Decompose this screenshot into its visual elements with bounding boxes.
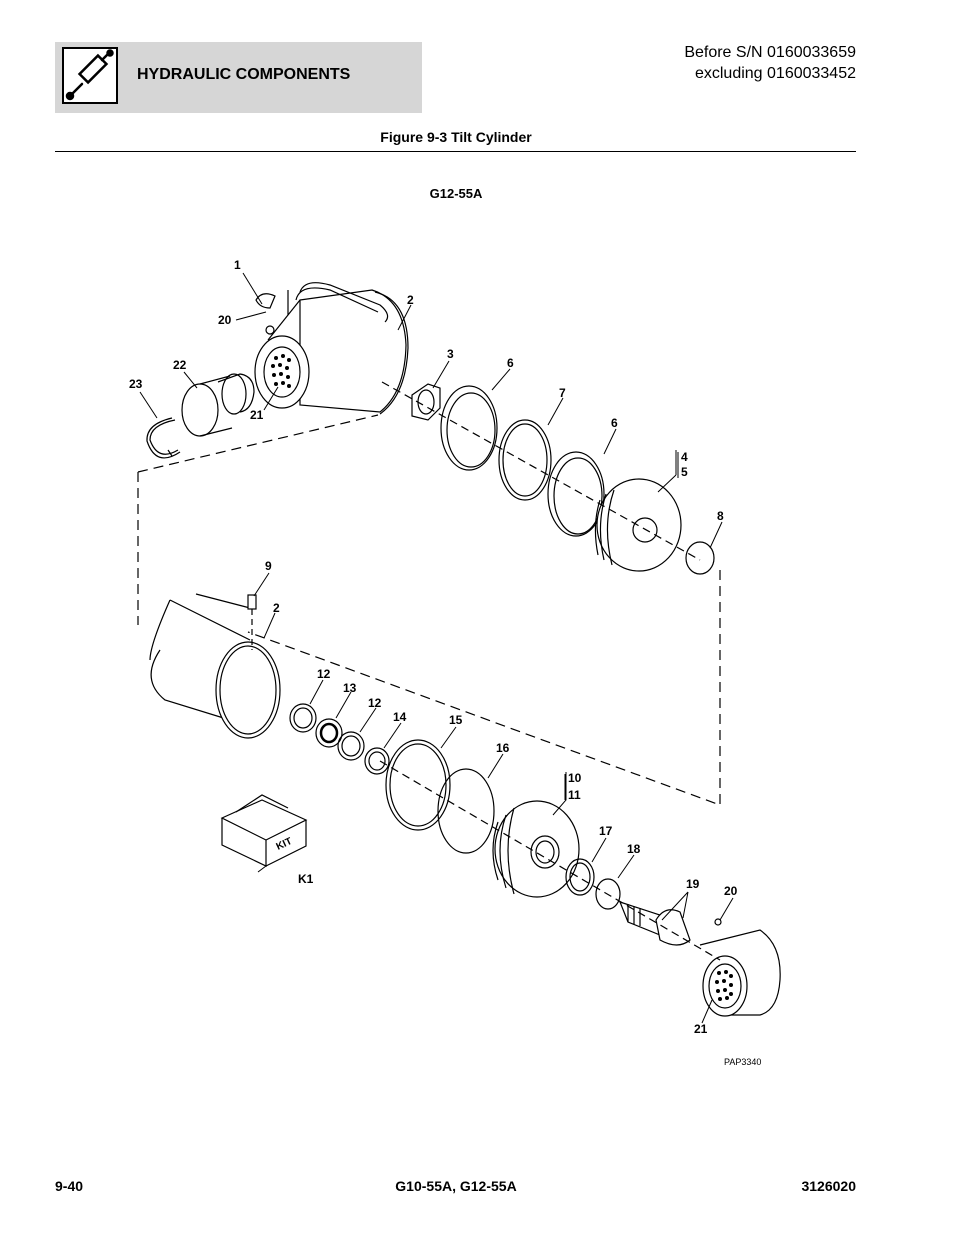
drawing-id: PAP3340	[724, 1057, 761, 1067]
callout-11: 11	[568, 788, 581, 802]
cylinder-barrel	[149, 593, 281, 739]
callout-3: 3	[447, 347, 454, 361]
header-rule	[55, 151, 856, 152]
footer-models: G10-55A, G12-55A	[395, 1178, 517, 1194]
callout-1: 1	[234, 258, 241, 272]
callout-17: 17	[599, 824, 613, 838]
callout-13: 13	[343, 681, 357, 695]
hydraulic-cylinder-icon	[62, 47, 118, 104]
callout-21: 21	[694, 1022, 708, 1036]
callout-8: 8	[717, 509, 724, 523]
callout-10: 10	[568, 771, 582, 785]
callout-5: 5	[681, 465, 688, 479]
callout-22: 22	[173, 358, 187, 372]
callout-6: 6	[611, 416, 618, 430]
callout-2: 2	[273, 601, 280, 615]
callout-6: 6	[507, 356, 514, 370]
callout-4: 4	[681, 450, 688, 464]
figure-title: Figure 9-3 Tilt Cylinder	[380, 129, 532, 145]
callout-20: 20	[724, 884, 738, 898]
callout-12: 12	[368, 696, 382, 710]
callout-20: 20	[218, 313, 232, 327]
callout-14: 14	[393, 710, 407, 724]
callout-12: 12	[317, 667, 331, 681]
rod-end-assembly	[146, 282, 409, 459]
kit-box-icon	[220, 794, 308, 867]
kit-label: KIT	[275, 836, 294, 853]
piston-components-lower	[289, 703, 781, 1017]
callout-21: 21	[250, 408, 264, 422]
callout-2: 2	[407, 293, 414, 307]
callout-18: 18	[627, 842, 641, 856]
serial-range: Before S/N 0160033659 excluding 01600334…	[684, 42, 856, 84]
serial-line-2: excluding 0160033452	[694, 65, 856, 82]
gland-components-upper	[381, 381, 715, 575]
model-label: G12-55A	[429, 186, 483, 201]
section-title: HYDRAULIC COMPONENTS	[137, 66, 351, 83]
document-number: 3126020	[801, 1178, 856, 1194]
serial-line-1: Before S/N 0160033659	[684, 44, 856, 61]
callout-23: 23	[129, 377, 143, 391]
callout-15: 15	[449, 713, 463, 727]
callout-7: 7	[559, 386, 566, 400]
callout-k1: K1	[298, 872, 314, 886]
callout-leaders	[139, 272, 734, 1024]
page-number: 9-40	[55, 1178, 84, 1194]
callout-9: 9	[265, 559, 272, 573]
callout-19: 19	[686, 877, 700, 891]
callout-16: 16	[496, 741, 510, 755]
